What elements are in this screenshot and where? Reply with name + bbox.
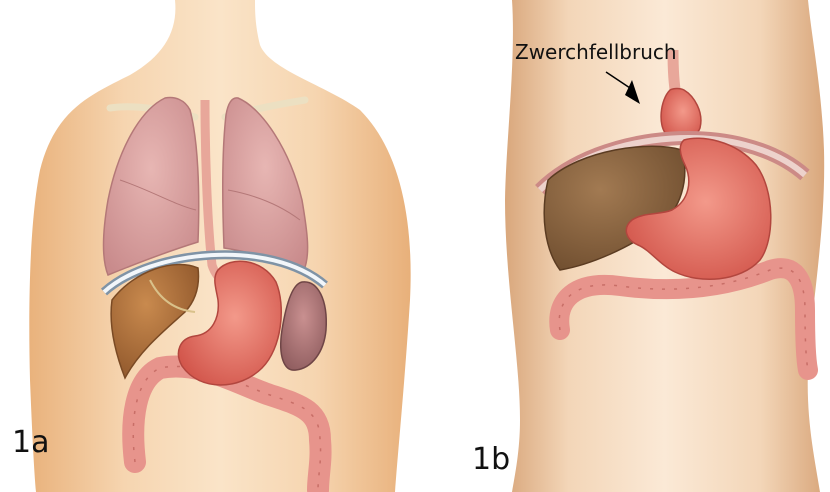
panel-label-1b: 1b [472, 445, 510, 475]
panel-1b-figure [505, 0, 824, 492]
panel-label-1a: 1a [12, 428, 49, 458]
hernia-annotation-label: Zwerchfellbruch [515, 42, 677, 62]
panel-1a-figure [29, 0, 410, 492]
torso-1a [29, 0, 410, 492]
